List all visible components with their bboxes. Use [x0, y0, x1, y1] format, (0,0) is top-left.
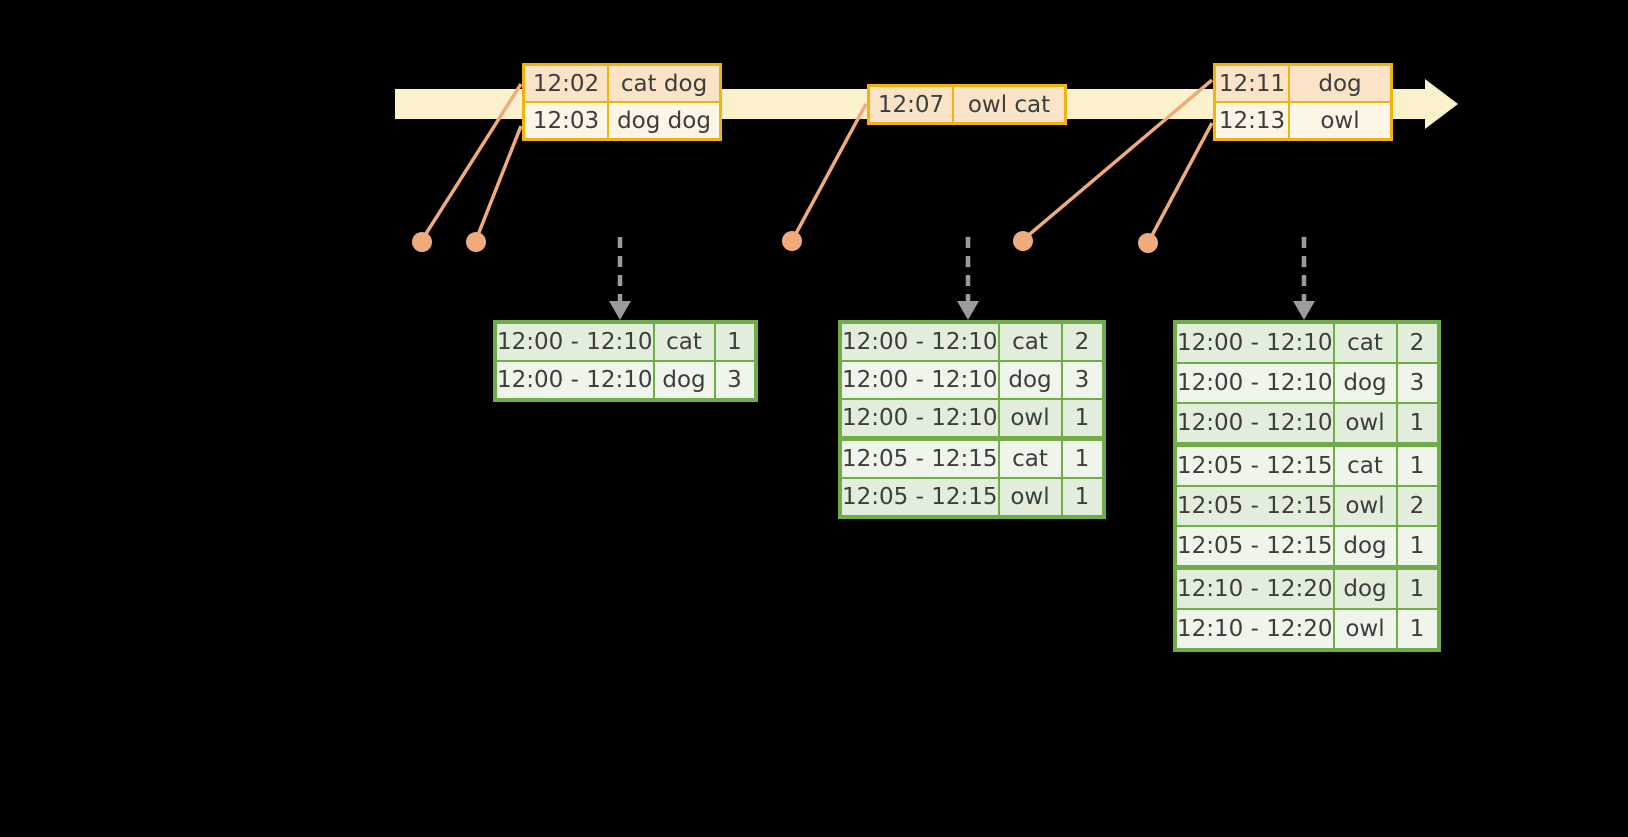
event-dot: [466, 232, 486, 252]
event-time-cell: 12:13: [1213, 101, 1290, 141]
count-cell: 2: [1395, 321, 1440, 364]
event-dot: [412, 232, 432, 252]
event-words-cell: dog dog: [607, 101, 722, 141]
event-time-cell: 12:07: [867, 84, 954, 125]
count-cell: 3: [1395, 362, 1440, 404]
window-cell: 12:00 - 12:10: [1174, 402, 1335, 446]
leader-line: [1147, 122, 1214, 242]
trigger-arrowhead-icon: [1293, 301, 1315, 320]
word-cell: dog: [652, 360, 716, 401]
event-words-cell: owl cat: [952, 84, 1067, 125]
window-cell: 12:00 - 12:10: [1174, 362, 1335, 404]
count-cell: 2: [1060, 321, 1105, 362]
leader-line: [791, 103, 868, 240]
window-cell: 12:00 - 12:10: [839, 360, 1000, 400]
window-cell: 12:05 - 12:15: [839, 436, 1000, 479]
event-words-cell: dog: [1288, 63, 1393, 103]
count-cell: 3: [1060, 360, 1105, 400]
count-cell: 1: [713, 321, 757, 362]
count-cell: 2: [1395, 485, 1440, 527]
window-cell: 12:05 - 12:15: [1174, 442, 1335, 487]
count-cell: 1: [1395, 565, 1440, 610]
count-cell: 1: [1395, 402, 1440, 446]
word-cell: owl: [1332, 485, 1398, 527]
window-cell: 12:10 - 12:20: [1174, 565, 1335, 610]
event-time-cell: 12:02: [522, 63, 609, 103]
window-cell: 12:10 - 12:20: [1174, 608, 1335, 651]
word-cell: dog: [1332, 362, 1398, 404]
count-cell: 1: [1395, 608, 1440, 651]
event-words-cell: cat dog: [607, 63, 722, 103]
count-cell: 3: [713, 360, 757, 401]
word-cell: dog: [1332, 565, 1398, 610]
trigger-arrowhead-icon: [957, 301, 979, 320]
event-dot: [782, 231, 802, 251]
event-dot: [1138, 233, 1158, 253]
word-cell: owl: [997, 477, 1063, 518]
word-cell: dog: [1332, 525, 1398, 569]
event-dot: [1013, 231, 1033, 251]
count-cell: 1: [1395, 442, 1440, 487]
timeline-arrowhead-icon: [1425, 79, 1458, 129]
window-cell: 12:00 - 12:10: [1174, 321, 1335, 364]
word-cell: owl: [997, 398, 1063, 440]
count-cell: 1: [1395, 525, 1440, 569]
window-cell: 12:05 - 12:15: [1174, 485, 1335, 527]
count-cell: 1: [1060, 477, 1105, 518]
window-cell: 12:05 - 12:15: [839, 477, 1000, 518]
leader-line: [474, 125, 523, 241]
window-cell: 12:00 - 12:10: [494, 360, 655, 401]
word-cell: cat: [1332, 442, 1398, 487]
word-cell: owl: [1332, 402, 1398, 446]
trigger-arrowhead-icon: [609, 301, 631, 320]
event-words-cell: owl: [1288, 101, 1393, 141]
window-cell: 12:00 - 12:10: [494, 321, 655, 362]
window-cell: 12:05 - 12:15: [1174, 525, 1335, 569]
event-time-cell: 12:03: [522, 101, 609, 141]
word-cell: owl: [1332, 608, 1398, 651]
event-time-cell: 12:11: [1213, 63, 1290, 103]
word-cell: cat: [997, 321, 1063, 362]
window-cell: 12:00 - 12:10: [839, 321, 1000, 362]
leader-line: [420, 83, 523, 241]
window-cell: 12:00 - 12:10: [839, 398, 1000, 440]
word-cell: cat: [652, 321, 716, 362]
count-cell: 1: [1060, 398, 1105, 440]
word-cell: cat: [1332, 321, 1398, 364]
leader-line: [1022, 78, 1214, 241]
word-cell: dog: [997, 360, 1063, 400]
word-cell: cat: [997, 436, 1063, 479]
count-cell: 1: [1060, 436, 1105, 479]
